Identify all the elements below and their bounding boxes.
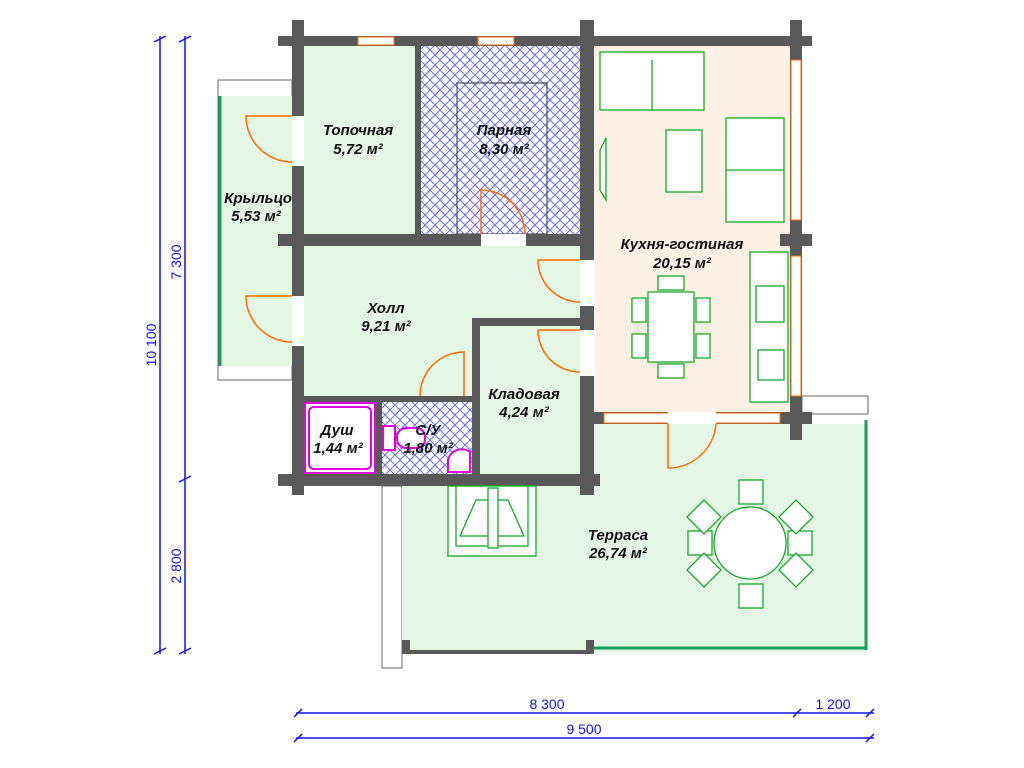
room-porch <box>220 96 292 366</box>
dim-total-depth: 10 100 <box>143 323 159 366</box>
terrace-step <box>381 485 403 669</box>
terrace-step-right <box>801 395 869 415</box>
room-area: 9,21 м² <box>361 318 411 335</box>
room-area: 20,15 м² <box>652 255 712 272</box>
room-name: Холл <box>366 300 405 317</box>
room-labels: Топочная 5,72 м² Парная 8,30 м² Крыльцо … <box>224 122 743 562</box>
room-area: 5,53 м² <box>231 208 281 225</box>
room-steam <box>421 46 580 234</box>
room-name: Терраса <box>588 527 648 544</box>
room-name: Кладовая <box>488 386 560 403</box>
dim-house-depth: 7 300 <box>168 244 184 279</box>
room-area: 1,44 м² <box>313 440 363 457</box>
dim-terrace-depth: 2 800 <box>168 548 184 583</box>
dimension-lines <box>153 35 875 743</box>
room-name: С/У <box>415 422 442 439</box>
room-boiler <box>304 46 416 234</box>
terrace-furniture <box>447 479 814 609</box>
room-area: 5,72 м² <box>333 141 383 158</box>
room-area: 4,24 м² <box>498 404 549 421</box>
room-name: Кухня-гостиная <box>621 236 744 253</box>
room-name: Парная <box>477 122 532 139</box>
dim-house-width: 8 300 <box>529 696 564 712</box>
room-name: Топочная <box>323 122 393 139</box>
room-storage <box>480 326 580 474</box>
room-name: Душ <box>319 422 355 439</box>
room-area: 8,30 м² <box>479 141 529 158</box>
plumbing <box>304 402 471 474</box>
doors <box>245 115 717 469</box>
room-name: Крыльцо <box>224 190 292 207</box>
kitchen-furniture <box>599 51 789 403</box>
room-area: 1,80 м² <box>403 440 453 457</box>
dim-terrace-extra: 1 200 <box>815 696 850 712</box>
dim-total-width: 9 500 <box>566 721 601 737</box>
room-area: 26,74 м² <box>588 545 648 562</box>
